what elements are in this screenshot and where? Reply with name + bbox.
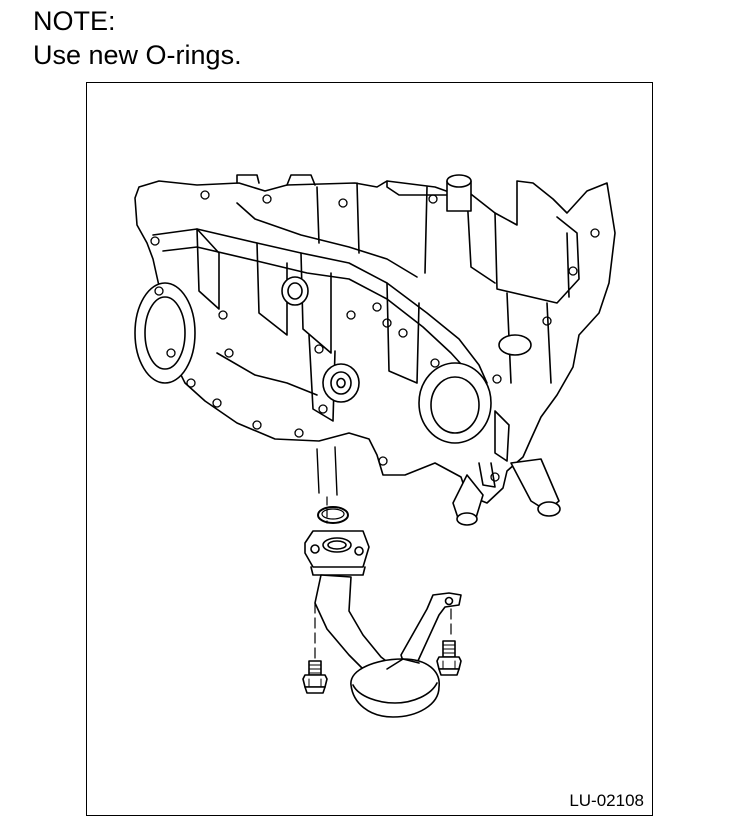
engine-illustration [134,174,616,718]
note-text: Use new O-rings. [33,40,242,70]
note-heading: NOTE: [33,6,116,36]
illustration-frame: LU-02108 [86,82,653,816]
figure-code: LU-02108 [569,791,644,810]
bolt [436,608,462,676]
o-ring [317,506,349,524]
oil-strainer [304,530,462,718]
bolt [302,602,328,694]
engine-block [134,174,616,526]
note-block: NOTE: Use new O-rings. [33,4,242,72]
